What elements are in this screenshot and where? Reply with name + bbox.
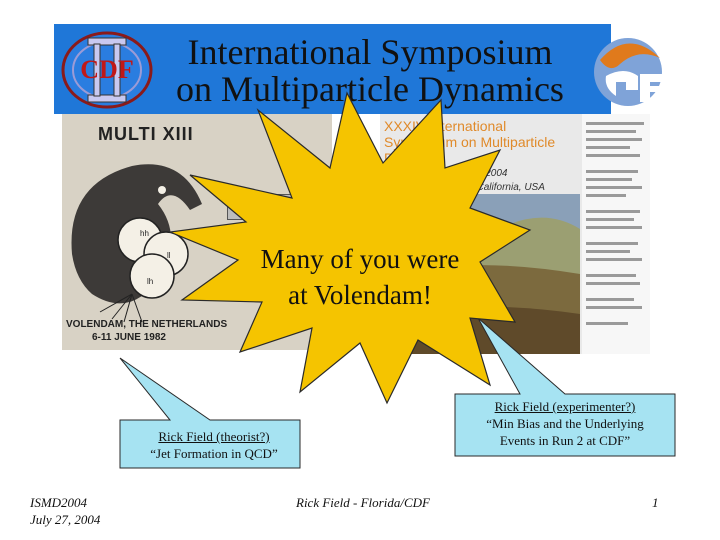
poster-place: VOLENDAM, THE NETHERLANDS (66, 319, 228, 330)
footer-date: July 27, 2004 (30, 512, 101, 527)
cdf-logo: CDF (61, 31, 153, 109)
callout-left-bubble (119, 357, 301, 469)
cdf-logo-text: CDF (80, 55, 133, 84)
callout-right-name: Rick Field (experimenter?) (494, 399, 636, 414)
poster-dates: 6-11 JUNE 1982 (92, 332, 166, 343)
callout-left-talk: “Jet Formation in QCD” (150, 446, 278, 461)
footer-page-number: 1 (652, 495, 659, 510)
svg-text:lh: lh (147, 277, 153, 286)
footer-author: Rick Field - Florida/CDF (296, 495, 430, 510)
callout-right-talk-line-2: Events in Run 2 at CDF” (499, 433, 631, 448)
ismd-logo (594, 38, 664, 106)
starburst-line-1: Many of you were (260, 244, 460, 274)
svg-text:hh: hh (140, 229, 149, 238)
starburst-line-2: at Volendam! (288, 280, 432, 310)
title-line-1: International Symposium (187, 32, 553, 72)
callout-left-name: Rick Field (theorist?) (158, 429, 270, 444)
footer-conference: ISMD2004 (30, 495, 88, 510)
callout-right-talk-line-1: “Min Bias and the Underlying (486, 416, 644, 431)
